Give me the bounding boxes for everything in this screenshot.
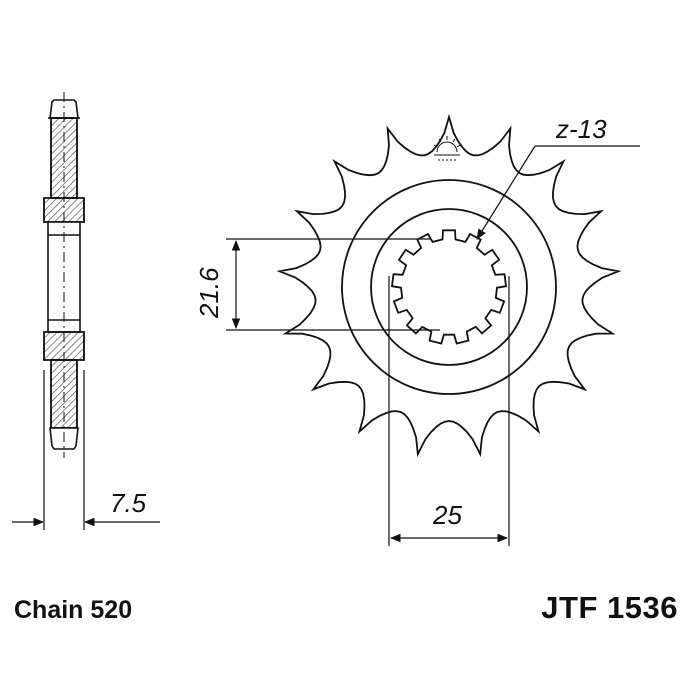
sun-logo-icon [433,136,461,161]
teeth-count-leader [476,145,640,240]
teeth-count-label: z-13 [555,114,607,144]
bore-dimension-lines [388,276,510,546]
bore-dimension: 25 [432,500,462,530]
hub-dimension: 21.6 [194,267,224,319]
thickness-dimension: 7.5 [110,488,147,518]
spline-bore [390,229,508,345]
sprocket-front-view [276,113,622,458]
hub-circle [341,179,557,395]
side-section-view [12,92,160,530]
chain-size-label: Chain 520 [14,596,133,624]
part-number: JTF 1536 [541,590,678,625]
hub-dimension-lines [226,238,440,331]
inner-circle [370,208,528,366]
